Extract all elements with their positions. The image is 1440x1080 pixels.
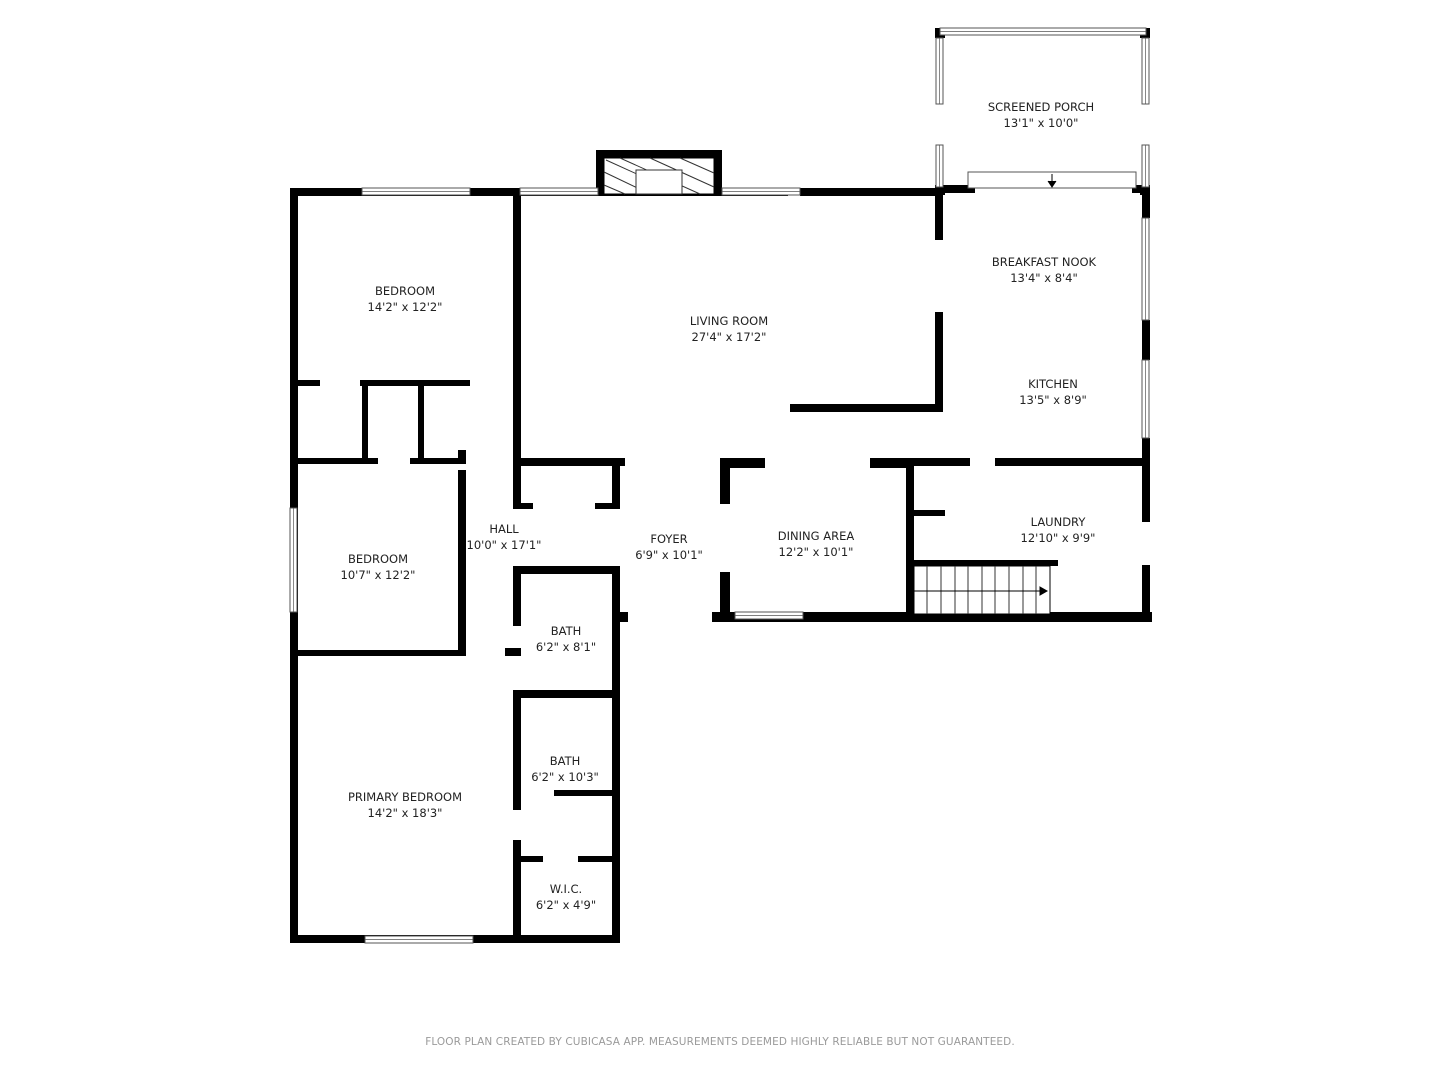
wall-segment — [513, 188, 521, 478]
wall-segment — [554, 790, 620, 796]
wall-segment — [935, 312, 943, 410]
wall-segment — [935, 185, 945, 195]
room-name: FOYER — [650, 532, 688, 546]
room-dining-area: DINING AREA 12'2" x 10'1" — [778, 528, 854, 560]
wall-segment — [513, 458, 521, 508]
stairs — [913, 565, 1051, 615]
wall-segment — [790, 404, 943, 412]
wall-segment — [290, 458, 378, 464]
wall-segment — [362, 380, 368, 464]
wall-segment — [418, 380, 424, 464]
wall-segment — [910, 560, 1058, 566]
room-foyer: FOYER 6'9" x 10'1" — [635, 531, 703, 563]
wall-segment — [720, 458, 730, 504]
room-dimensions: 13'5" x 8'9" — [1019, 393, 1087, 407]
room-bedroom-2: BEDROOM 10'7" x 12'2" — [341, 551, 416, 583]
room-name: SCREENED PORCH — [987, 100, 1095, 114]
wall-segment — [1142, 565, 1150, 621]
room-dimensions: 14'2" x 12'2" — [367, 300, 443, 314]
wall-segment — [714, 150, 722, 196]
wall-segment — [513, 690, 521, 810]
wall-segment — [1142, 320, 1150, 360]
wall-segment — [513, 856, 543, 862]
room-name: BATH — [549, 754, 581, 768]
room-name: PRIMARY BEDROOM — [347, 790, 463, 804]
fireplace — [603, 157, 715, 195]
wall-segment — [945, 185, 975, 193]
room-name: W.I.C. — [549, 882, 583, 896]
wall-segment — [596, 150, 604, 196]
wall-segment — [995, 458, 1150, 466]
room-primary-bedroom: PRIMARY BEDROOM 14'2" x 18'3" — [348, 789, 462, 821]
room-dimensions: 13'1" x 10'0" — [1003, 116, 1079, 130]
room-bedroom-1: BEDROOM 14'2" x 12'2" — [368, 283, 443, 315]
wall-segment — [720, 458, 765, 468]
room-living-room: LIVING ROOM 27'4" x 17'2" — [690, 313, 768, 345]
wall-segment — [712, 612, 1152, 622]
wall-segment — [1132, 185, 1142, 193]
porch-door — [967, 171, 1137, 189]
room-dimensions: 14'2" x 18'3" — [367, 806, 443, 820]
windows — [289, 27, 1150, 944]
wall-segment — [513, 840, 521, 943]
room-name: BATH — [550, 624, 582, 638]
room-wic: W.I.C. 6'2" x 4'9" — [536, 881, 596, 913]
room-dimensions: 6'2" x 4'9" — [535, 898, 597, 912]
room-bath-2: BATH 6'2" x 10'3" — [531, 753, 599, 785]
room-kitchen: KITCHEN 13'5" x 8'9" — [1019, 376, 1087, 408]
wall-segment — [290, 380, 320, 386]
room-laundry: LAUNDRY 12'10" x 9'9" — [1021, 514, 1096, 546]
room-screened-porch: SCREENED PORCH 13'1" x 10'0" — [988, 99, 1094, 131]
room-dimensions: 12'2" x 10'1" — [778, 545, 854, 559]
room-dimensions: 27'4" x 17'2" — [691, 330, 767, 344]
wall-segment — [910, 458, 970, 466]
wall-segment — [800, 188, 940, 196]
wall-segment — [1142, 438, 1150, 522]
wall-segment — [906, 458, 914, 618]
room-name: KITCHEN — [1028, 377, 1078, 391]
wall-segment — [410, 458, 466, 464]
room-name: DINING AREA — [777, 529, 855, 543]
room-name: BEDROOM — [374, 284, 436, 298]
room-dimensions: 10'7" x 12'2" — [340, 568, 416, 582]
wall-segment — [1140, 185, 1150, 195]
room-name: BREAKFAST NOOK — [991, 255, 1097, 269]
room-dimensions: 6'2" x 10'3" — [531, 770, 599, 784]
wall-segment — [1142, 188, 1150, 218]
room-dimensions: 10'0" x 17'1" — [466, 538, 542, 552]
wall-segment — [596, 150, 722, 158]
wall-segment — [935, 188, 943, 240]
wall-segment — [505, 648, 521, 656]
wall-segment — [910, 510, 945, 516]
room-name: BEDROOM — [347, 552, 409, 566]
wall-segment — [513, 566, 620, 574]
room-name: LAUNDRY — [1030, 515, 1086, 529]
disclaimer-footer: FLOOR PLAN CREATED BY CUBICASA APP. MEAS… — [425, 1036, 1015, 1048]
wall-segment — [870, 458, 910, 468]
wall-segment — [612, 458, 620, 508]
wall-segment — [470, 188, 520, 196]
wall-segment — [513, 458, 625, 466]
wall-segment — [595, 503, 620, 509]
room-dimensions: 13'4" x 8'4" — [1010, 271, 1078, 285]
room-dimensions: 6'2" x 8'1" — [535, 640, 597, 654]
wall-segment — [612, 612, 628, 622]
room-hall: HALL 10'0" x 17'1" — [467, 521, 542, 553]
room-dimensions: 12'10" x 9'9" — [1020, 531, 1096, 545]
room-name: LIVING ROOM — [689, 314, 769, 328]
room-breakfast-nook: BREAKFAST NOOK 13'4" x 8'4" — [992, 254, 1096, 286]
wall-segment — [513, 503, 533, 509]
wall-segment — [612, 570, 620, 943]
wall-segment — [290, 650, 466, 656]
wall-segment — [720, 572, 730, 622]
room-bath-1: BATH 6'2" x 8'1" — [536, 623, 596, 655]
room-name: HALL — [489, 522, 519, 536]
wall-segment — [578, 856, 620, 862]
wall-segment — [360, 380, 470, 386]
wall-segment — [458, 470, 466, 650]
wall-segment — [458, 450, 466, 462]
room-dimensions: 6'9" x 10'1" — [635, 548, 703, 562]
wall-segment — [513, 690, 620, 698]
wall-segment — [513, 566, 521, 626]
